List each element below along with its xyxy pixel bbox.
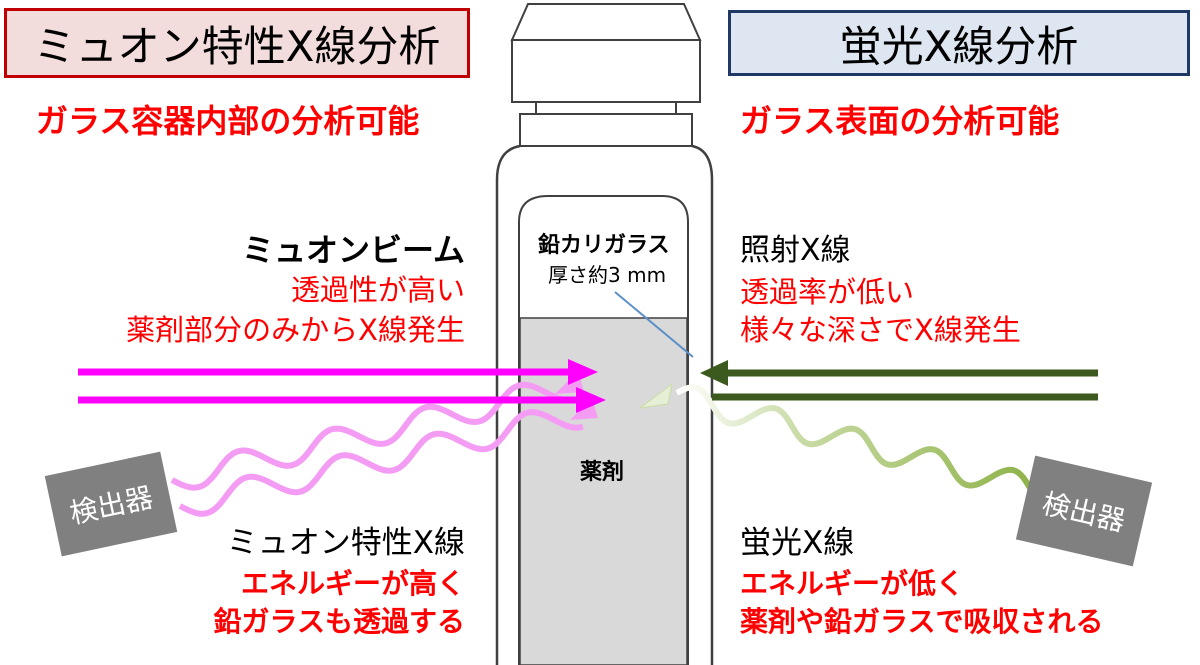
bottle-neck-ring (535, 101, 677, 115)
muon-beam-note-1: 透過性が高い (290, 273, 465, 307)
muon-xray-wave-lower (178, 409, 584, 517)
muon-emission-note-2: 鉛ガラスも透過する (213, 605, 465, 638)
glass-label: 鉛カリガラス (538, 233, 670, 258)
xray-beam-note-1: 透過率が低い (740, 275, 915, 309)
fluorescence-arrowhead (639, 382, 673, 409)
fluorescence-label: 蛍光X線 (740, 525, 855, 561)
detector-left-label: 検出器 (66, 480, 156, 531)
xray-beam-arrowhead-upper (700, 360, 728, 386)
xray-beam-note-2: 様々な深さでX線発生 (740, 313, 1021, 347)
muon-analysis-title-text: ミュオン特性X線分析 (33, 21, 441, 71)
fluorescence-note-1: エネルギーが低く (740, 567, 965, 600)
muon-subtitle: ガラス容器内部の分析可能 (36, 102, 420, 140)
detector-right-label: 検出器 (1039, 486, 1129, 538)
fluorescence-note-2: 薬剤や鉛ガラスで吸収される (740, 605, 1104, 638)
muon-emission-note-1: エネルギーが高く (240, 567, 465, 600)
drug-contents (519, 317, 688, 665)
bottle-outer-wall (495, 144, 714, 665)
xrf-analysis-title: 蛍光X線分析 (728, 10, 1190, 76)
drug-label: 薬剤 (580, 460, 625, 485)
glass-thickness-label: 厚さ約3 mm (548, 263, 667, 287)
muon-beam-arrowhead-lower (576, 387, 606, 413)
muon-beam-label: ミュオンビーム (241, 231, 465, 269)
muon-emission-label: ミュオン特性X線 (226, 525, 465, 561)
xrf-subtitle: ガラス表面の分析可能 (740, 102, 1060, 140)
muon-beam-arrowhead-upper (568, 359, 598, 385)
bottle-inner-wall (518, 195, 689, 665)
xray-beam-label: 照射X線 (740, 233, 851, 268)
bottle-neck (519, 113, 693, 147)
muon-analysis-title: ミュオン特性X線分析 (4, 8, 470, 78)
bottle-cap-body (511, 39, 701, 103)
glass-leader-line (614, 291, 694, 358)
xrf-analysis-title-text: 蛍光X線分析 (839, 21, 1079, 71)
bottle-cap-top (510, 3, 702, 41)
fluorescence-xray-wave (675, 384, 1033, 490)
muon-beam-note-2: 薬剤部分のみからX線発生 (126, 313, 465, 347)
